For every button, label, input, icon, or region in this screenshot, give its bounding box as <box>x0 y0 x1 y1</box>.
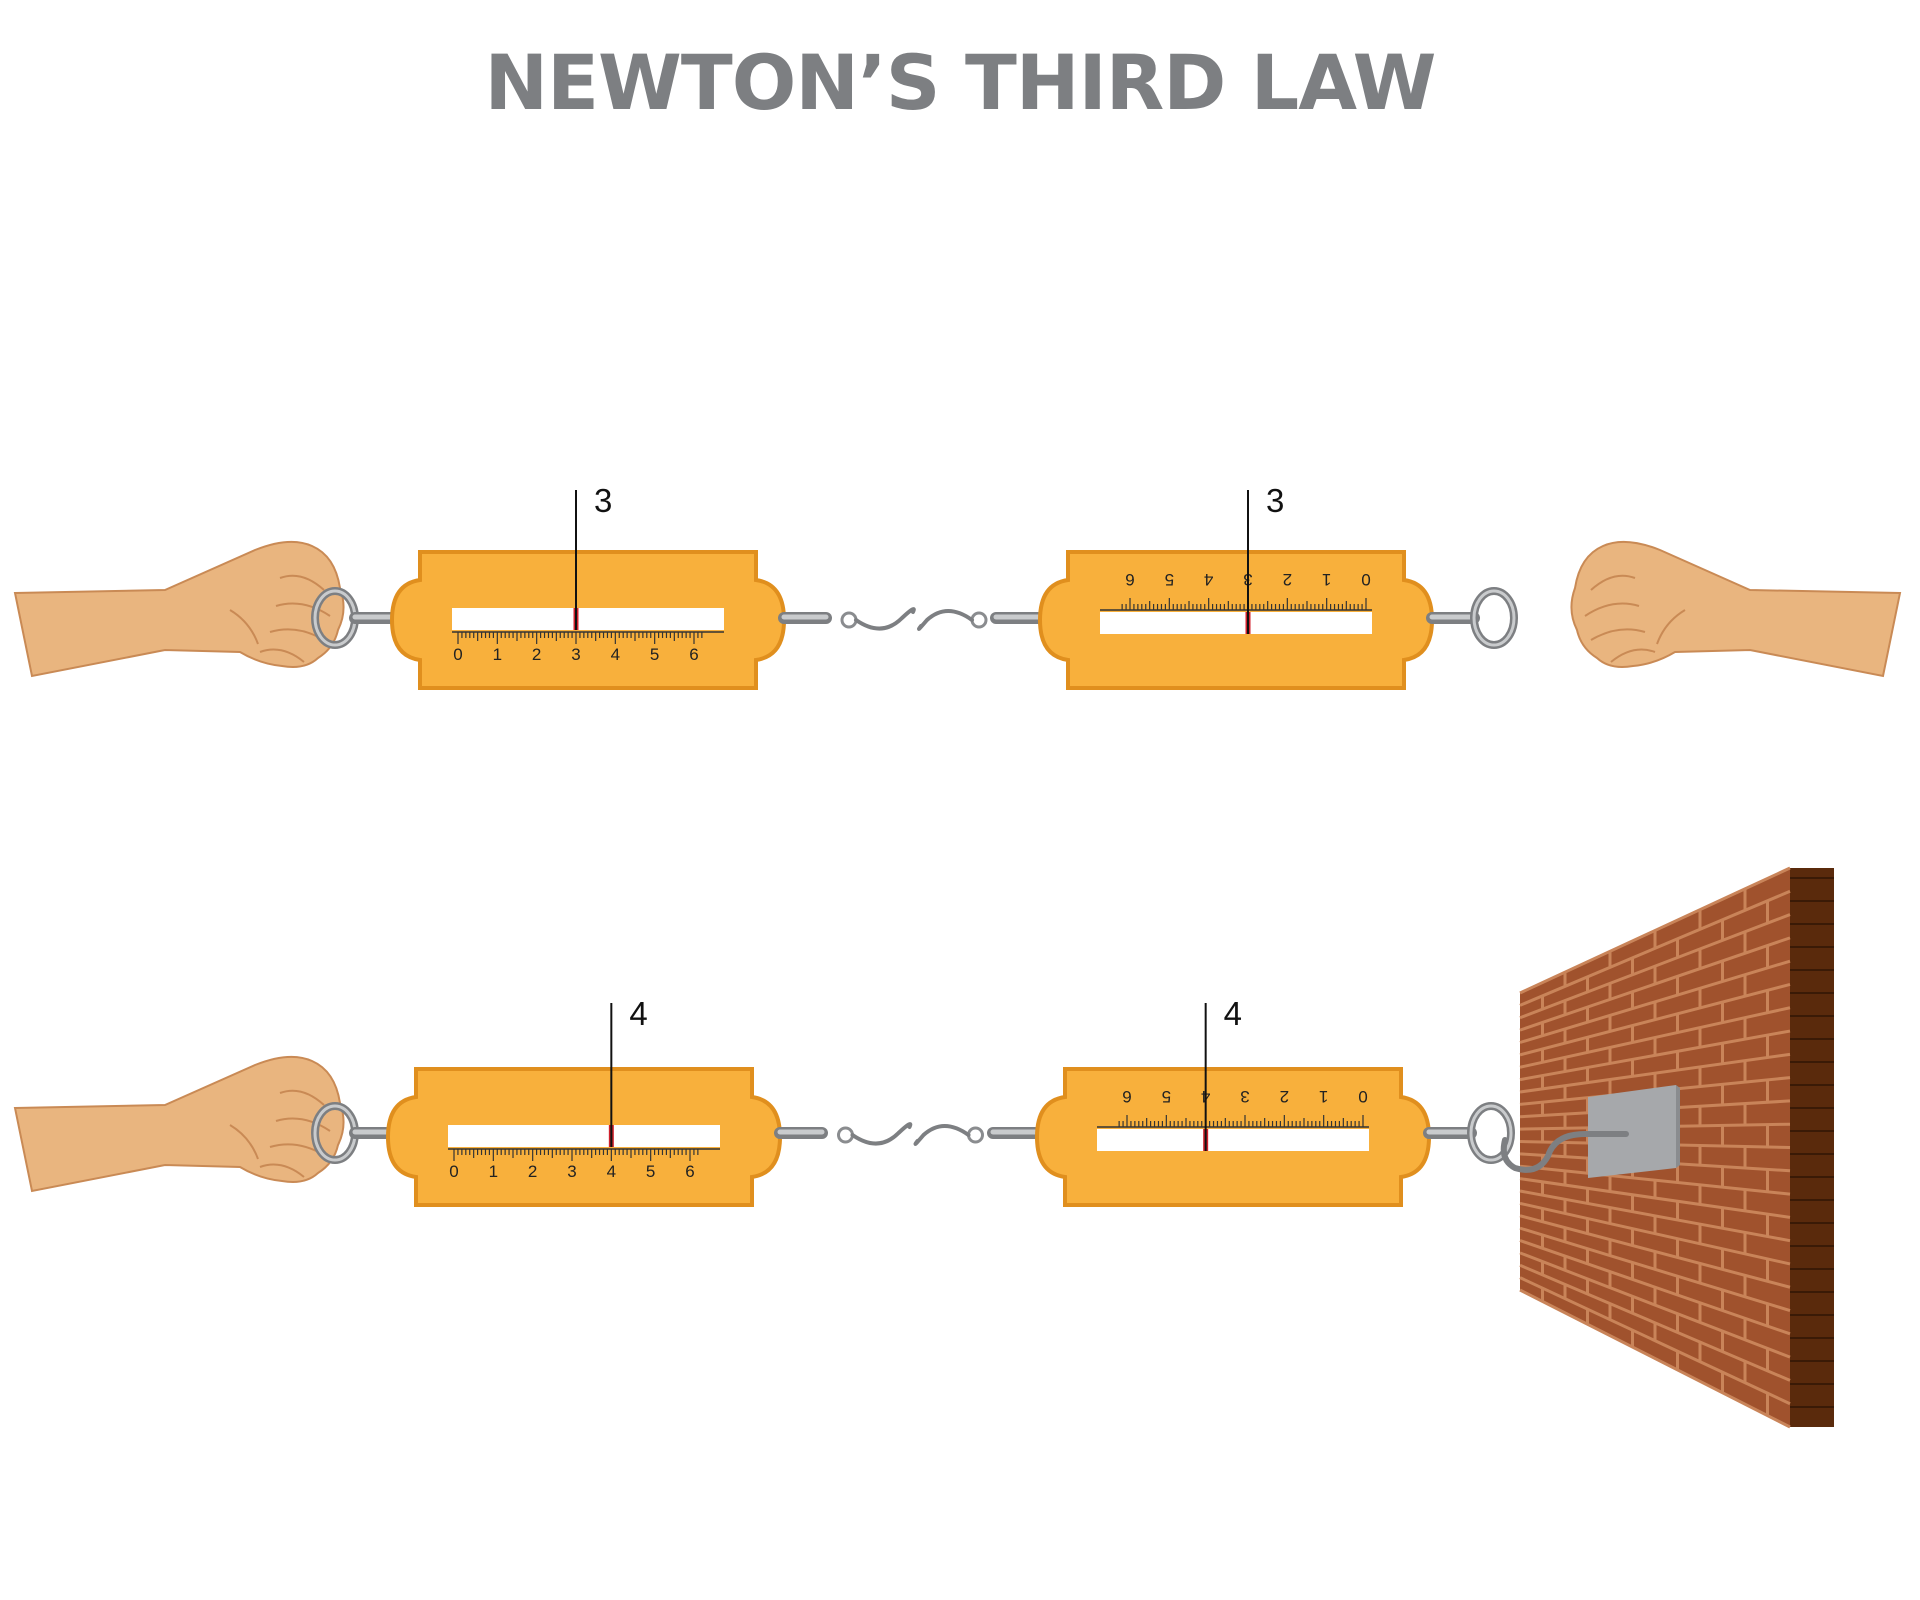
scale-number: 1 <box>493 645 502 664</box>
mortar-row <box>1519 983 1791 1057</box>
thumb-line <box>1656 609 1686 645</box>
hook-eye-left <box>840 611 858 629</box>
left-reading-bottom: 4 <box>629 995 647 1032</box>
scale-number: 0 <box>453 645 462 664</box>
finger-crease <box>1590 574 1636 591</box>
scale-number: 2 <box>532 645 541 664</box>
hook-eye-right <box>967 1126 984 1144</box>
hook-eye-right <box>970 611 988 629</box>
right-ring-top-shine <box>1472 589 1516 647</box>
mortar-row <box>1519 1251 1791 1359</box>
scale-number: 2 <box>1280 1087 1289 1106</box>
scale-number: 0 <box>449 1162 458 1181</box>
scale-number: 1 <box>489 1162 498 1181</box>
left-spring-scale-top: 0 1 2 3 4 5 6 <box>389 550 787 690</box>
brick-wall <box>1500 866 1834 1429</box>
mortar-row <box>1519 1288 1791 1429</box>
scale-number: 5 <box>1162 1087 1171 1106</box>
scale-window <box>448 1125 720 1147</box>
scale-number: 3 <box>571 645 580 664</box>
scale-number: 5 <box>650 645 659 664</box>
wall-mount-plate <box>1588 1085 1676 1178</box>
diagram-title: NEWTON’S THIRD LAW <box>484 38 1437 127</box>
scale-number: 6 <box>685 1162 694 1181</box>
scale-number: 4 <box>611 645 620 664</box>
finger-crease <box>275 602 331 617</box>
hook-eye-left <box>837 1126 854 1144</box>
finger-crease <box>1590 628 1646 641</box>
scale-number: 1 <box>1319 1087 1328 1106</box>
mortar-row <box>1519 1276 1791 1406</box>
finger-crease <box>279 574 325 591</box>
finger-crease <box>259 1163 305 1178</box>
wall-side <box>1790 868 1834 1427</box>
scale-number: 6 <box>689 645 698 664</box>
thumb-line <box>229 609 259 645</box>
mortar-row <box>1519 1029 1791 1082</box>
scale-number: 5 <box>1165 570 1174 589</box>
hand-fist-shape <box>13 1055 345 1193</box>
finger-crease <box>279 1089 325 1106</box>
scale-number: 6 <box>1125 570 1134 589</box>
scale-number: 5 <box>646 1162 655 1181</box>
hand-fist-shape <box>13 540 345 678</box>
scale-window <box>452 608 724 630</box>
scale-number: 2 <box>1283 570 1292 589</box>
scale-number: 3 <box>1240 1087 1249 1106</box>
scale-number: 6 <box>1122 1087 1131 1106</box>
mortar-row <box>1519 1226 1791 1312</box>
hand-fist-shape <box>1570 540 1902 678</box>
left-hand-bottom <box>13 1055 345 1193</box>
mortar-row <box>1519 1201 1791 1266</box>
left-reading-top: 3 <box>594 482 612 519</box>
thumb-line <box>229 1124 259 1160</box>
left-spring-scale-bottom: 0 1 2 3 4 5 6 <box>385 1067 783 1207</box>
mortar-row <box>1519 936 1791 1032</box>
scale-number: 0 <box>1361 570 1370 589</box>
finger-crease <box>275 1117 331 1132</box>
mortar-row <box>1519 1177 1791 1219</box>
wall-hook <box>1500 1131 1629 1173</box>
finger-crease <box>1610 648 1656 663</box>
right-hand-top <box>1570 540 1902 678</box>
interlocked-hooks <box>850 1122 971 1146</box>
finger-crease <box>259 648 305 663</box>
wall-mount-plate-edge <box>1676 1085 1680 1168</box>
scale-number: 4 <box>607 1162 616 1181</box>
right-reading-top: 3 <box>1266 482 1284 519</box>
scale-window <box>1100 612 1372 634</box>
scale-number: 2 <box>528 1162 537 1181</box>
mortar-row <box>1519 889 1791 1007</box>
finger-crease <box>1584 602 1640 617</box>
scale-number: 0 <box>1358 1087 1367 1106</box>
scale-number: 4 <box>1204 570 1213 589</box>
right-reading-bottom: 4 <box>1224 995 1242 1032</box>
scale-number: 1 <box>1322 570 1331 589</box>
scale-number: 3 <box>567 1162 576 1181</box>
right-ring-bottom-shine <box>1469 1104 1513 1162</box>
scale-window <box>1097 1129 1369 1151</box>
interlocked-hooks <box>854 607 974 631</box>
left-hand-top <box>13 540 345 678</box>
